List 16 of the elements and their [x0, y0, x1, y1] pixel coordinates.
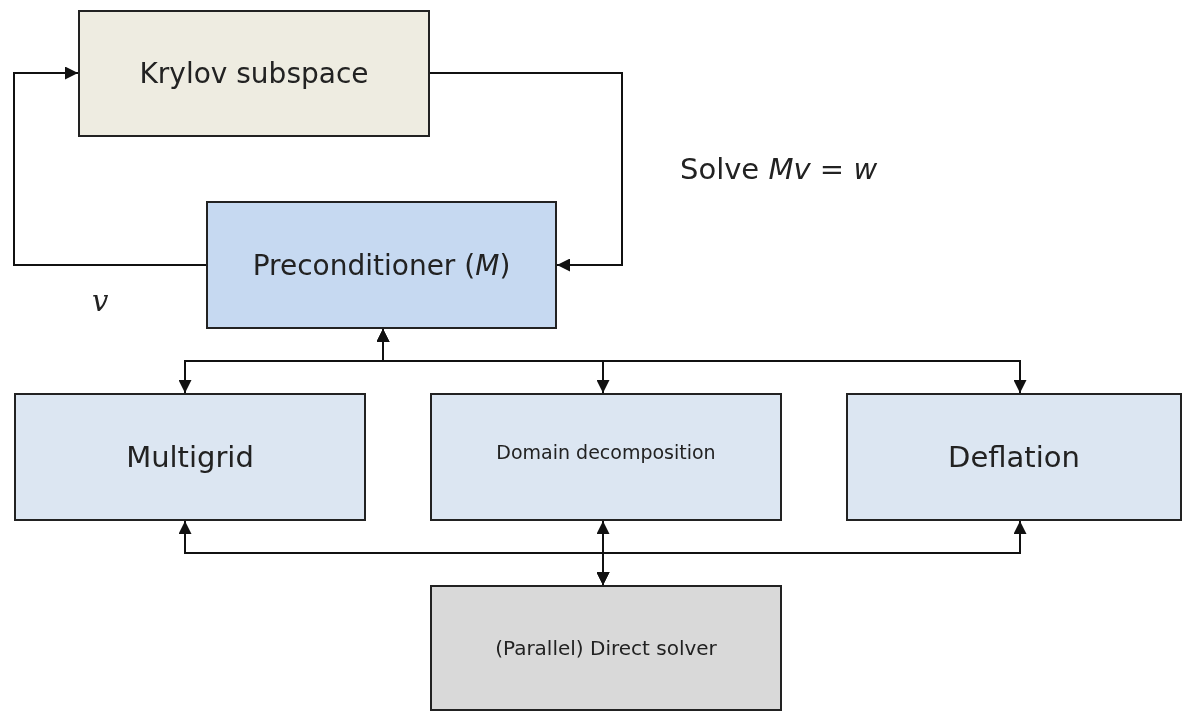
- method-box: [14, 393, 366, 521]
- connector-arrow: [429, 72, 623, 272]
- node-label: (Parallel) Direct solver: [495, 636, 717, 660]
- process-box: [78, 10, 430, 137]
- method-box: [846, 393, 1182, 521]
- node-label: Krylov subspace: [139, 57, 369, 90]
- solver-box: [430, 585, 782, 711]
- process-box: [206, 201, 557, 329]
- node-label: Preconditioner (M): [252, 248, 511, 282]
- connector-arrow: [13, 66, 207, 266]
- connector-arrow: [596, 520, 1027, 586]
- method-box: [430, 393, 782, 521]
- connector-arrow: [376, 328, 1027, 394]
- node-label: Multigrid: [126, 440, 254, 474]
- node-label: Domain decomposition: [496, 441, 716, 463]
- node-label: Deflation: [948, 440, 1080, 474]
